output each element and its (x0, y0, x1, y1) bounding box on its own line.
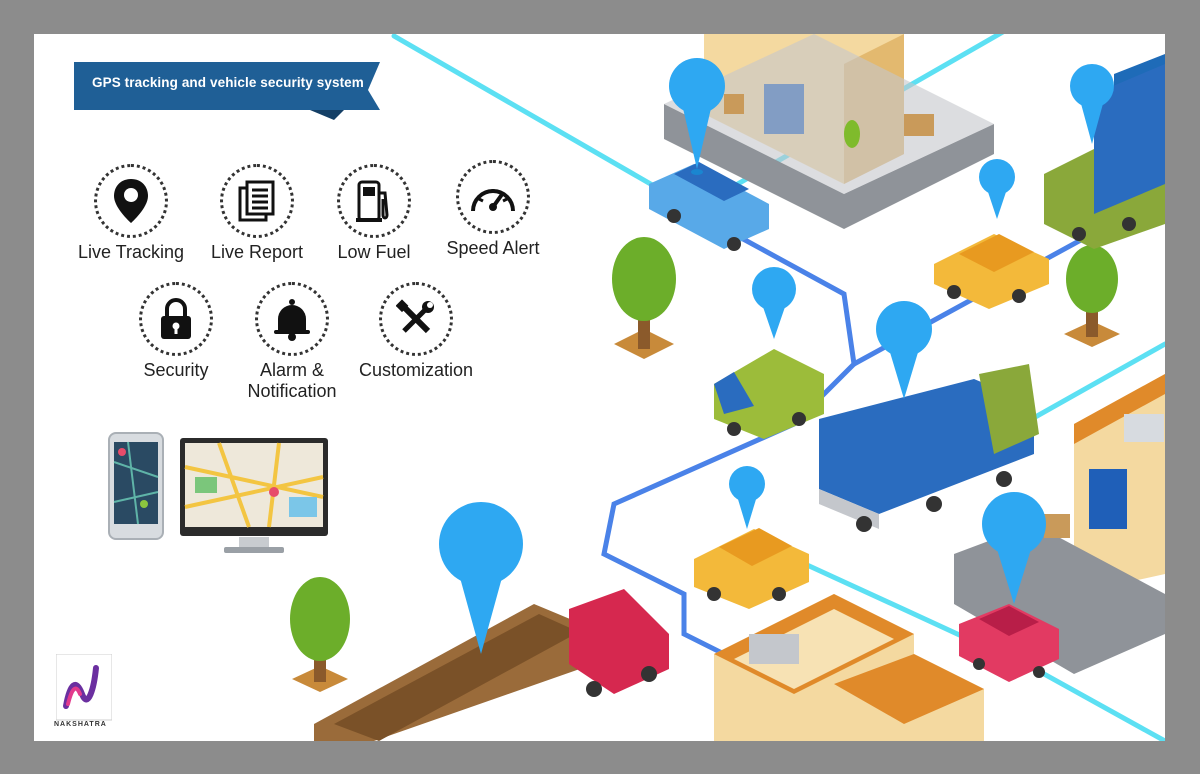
feature-icon-circle (337, 164, 411, 238)
building-top (664, 34, 994, 229)
feature-icon-circle (379, 282, 453, 356)
company-logo (56, 654, 112, 721)
report-icon (238, 180, 275, 222)
feature-security: Security (116, 282, 236, 381)
pin-8 (982, 492, 1046, 604)
pin-3 (979, 159, 1015, 219)
fuel-pump-icon (356, 180, 389, 222)
logo-text: NAKSHATRA (54, 721, 107, 728)
title-banner (74, 62, 380, 120)
pin-4 (752, 267, 796, 339)
vehicle-green-van (714, 349, 824, 439)
vehicle-taxi-top (934, 234, 1049, 309)
feature-alarm-notification: Alarm & Notification (232, 282, 352, 402)
vehicle-taxi-bottom (694, 528, 809, 609)
feature-live-report: Live Report (197, 164, 317, 263)
pin-6 (729, 466, 765, 529)
speedometer-icon (471, 189, 515, 212)
pins (439, 58, 1114, 654)
tools-icon (396, 299, 434, 334)
title-banner-text: GPS tracking and vehicle security system (92, 75, 364, 90)
feature-icon-circle (94, 164, 168, 238)
vehicle-red-trailer-truck (314, 589, 669, 741)
smartphone-map-icon (108, 432, 164, 540)
tree-3 (290, 577, 350, 692)
pin-7 (439, 502, 523, 654)
tree-1 (612, 237, 676, 359)
desktop-map-icon (180, 438, 328, 553)
feature-live-tracking: Live Tracking (71, 164, 191, 263)
feature-speed-alert: Speed Alert (433, 160, 553, 259)
pin-5 (876, 301, 932, 399)
feature-low-fuel: Low Fuel (314, 164, 434, 263)
tree-2 (1064, 245, 1120, 347)
isometric-city-scene (290, 34, 1165, 741)
poster-canvas: GPS tracking and vehicle security system… (34, 34, 1165, 741)
feature-icon-circle (139, 282, 213, 356)
feature-icon-circle (220, 164, 294, 238)
feature-customization: Customization (356, 282, 476, 381)
padlock-icon (161, 298, 191, 339)
vehicle-green-truck-top (1044, 64, 1165, 249)
bell-icon (274, 299, 310, 341)
building-bottom (714, 594, 984, 741)
vehicle-blue-truck (819, 364, 1039, 532)
pin-1 (669, 58, 725, 175)
pin-2 (1070, 64, 1114, 144)
vehicle-red-car (959, 604, 1059, 682)
feature-icon-circle (456, 160, 530, 234)
feature-icon-circle (255, 282, 329, 356)
map-pin-icon (114, 179, 148, 223)
